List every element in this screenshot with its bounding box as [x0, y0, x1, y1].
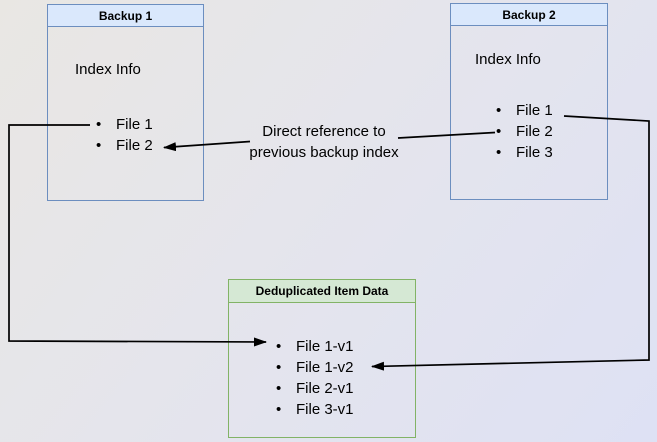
file-item: File 1-v1: [274, 336, 354, 357]
file-item: File 2-v1: [274, 378, 354, 399]
file-item: File 1: [94, 114, 153, 135]
file-item: File 1: [494, 100, 553, 121]
file-item: File 2: [94, 135, 153, 156]
file-item: File 3-v1: [274, 399, 354, 420]
backup1-index-info-label: Index Info: [75, 61, 141, 78]
file-item: File 1-v2: [274, 357, 354, 378]
file-item: File 2: [494, 121, 553, 142]
backup1-title: Backup 1: [48, 5, 203, 27]
dedup-title: Deduplicated Item Data: [229, 280, 415, 303]
dedup-file-list: File 1-v1 File 1-v2 File 2-v1 File 3-v1: [274, 336, 354, 420]
backup2-file-list: File 1 File 2 File 3: [494, 100, 553, 163]
file-item: File 3: [494, 142, 553, 163]
backup1-file-list: File 1 File 2: [94, 114, 153, 156]
direct-reference-label: Direct reference to previous backup inde…: [249, 123, 399, 161]
backup2-index-info-label: Index Info: [475, 51, 541, 68]
backup1-box: Backup 1: [47, 4, 204, 201]
backup2-title: Backup 2: [451, 4, 607, 26]
